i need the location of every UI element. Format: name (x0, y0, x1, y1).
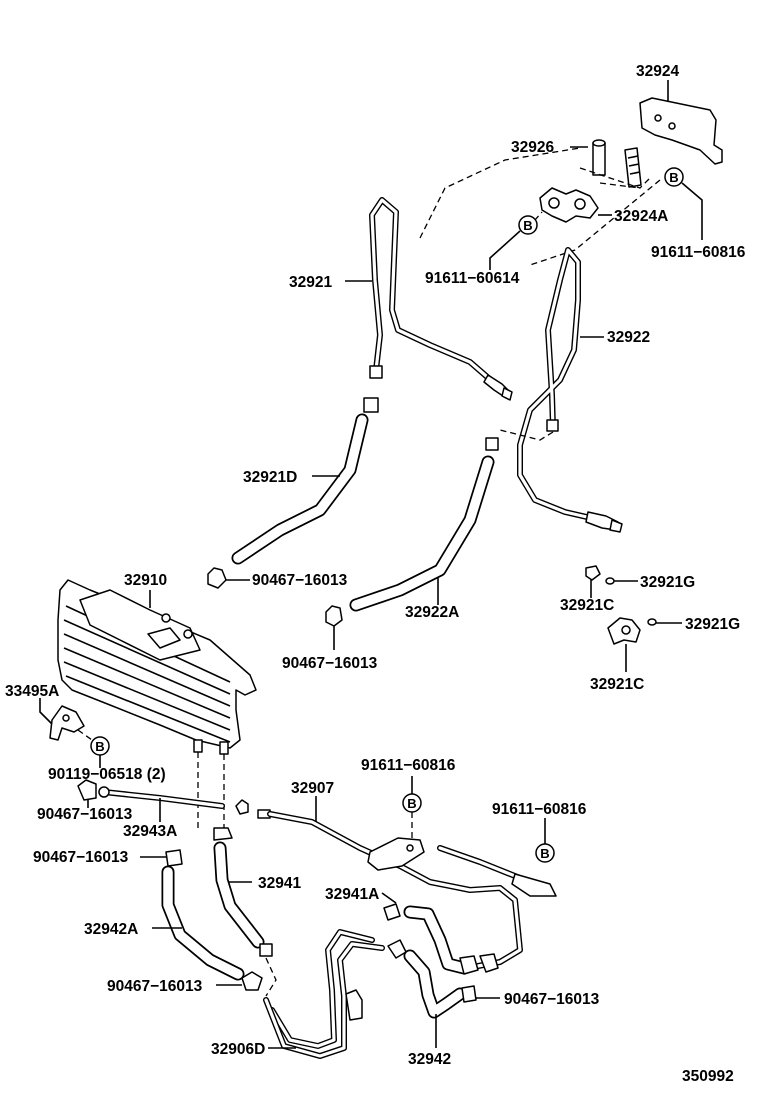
clamp-small-a (235, 799, 249, 815)
label-32910: 32910 (124, 572, 167, 589)
clamp-90467-d (165, 849, 183, 867)
tube-32922 (517, 247, 623, 533)
hose-32942A (161, 865, 245, 981)
label-32906D: 32906D (211, 1041, 265, 1058)
label-32924A: 32924A (614, 208, 668, 225)
label-90467-16013-e: 90467−16013 (107, 978, 203, 995)
label-32921: 32921 (289, 274, 332, 291)
bolt-symbol-top-right: B (664, 167, 684, 187)
hose-32941A (403, 905, 479, 975)
label-91611-60816-top: 91611−60816 (651, 244, 746, 261)
clamp-32941A-b (387, 939, 407, 959)
tube-32921 (369, 197, 513, 401)
hose-32942 (403, 949, 467, 1019)
clamp-90467-a (207, 567, 227, 589)
svg-text:B: B (540, 846, 549, 861)
washer-32921G-lower (647, 618, 657, 626)
label-32924: 32924 (636, 63, 679, 80)
union-32921C-upper (585, 565, 601, 581)
svg-text:B: B (669, 170, 678, 185)
hose-32943A (77, 779, 225, 809)
label-32921C-lower: 32921C (590, 676, 644, 693)
union-32921C-lower (607, 617, 641, 645)
hose-32941 (213, 841, 273, 957)
label-90119-06518: 90119−06518 (2) (48, 766, 166, 783)
tube-end-fitting (479, 953, 499, 973)
label-32907: 32907 (291, 780, 334, 797)
label-32922A: 32922A (405, 604, 459, 621)
label-91611-60614: 91611−60614 (425, 270, 520, 287)
svg-text:B: B (95, 739, 104, 754)
bolt-symbol-right: B (535, 843, 555, 863)
label-32921D: 32921D (243, 469, 297, 486)
hose-32922A (349, 437, 499, 612)
label-90467-16013-b: 90467−16013 (282, 655, 378, 672)
label-33495A: 33495A (5, 683, 59, 700)
tube-right-bracket (437, 845, 557, 897)
tube-32907 (257, 809, 523, 969)
clamp-90467-b (325, 605, 343, 627)
label-32926: 32926 (511, 139, 554, 156)
label-90467-16013-c: 90467−16013 (37, 806, 133, 823)
clamp-90467-f (461, 985, 477, 1003)
label-32921G-upper: 32921G (640, 574, 695, 591)
label-32941: 32941 (258, 875, 301, 892)
bolt-symbol-top-mid: B (518, 215, 538, 235)
tube-32906D (263, 929, 385, 1059)
label-91611-60816-mid: 91611−60816 (361, 757, 456, 774)
label-32942: 32942 (408, 1051, 451, 1068)
sleeves-32926 (592, 139, 642, 188)
clamp-32941A-a (383, 903, 401, 921)
label-90467-16013-d: 90467−16013 (33, 849, 129, 866)
svg-text:B: B (523, 218, 532, 233)
label-32921C-upper: 32921C (560, 597, 614, 614)
label-32941A: 32941A (325, 886, 379, 903)
label-32921G-lower: 32921G (685, 616, 740, 633)
bolt-symbol-left: B (90, 736, 110, 756)
part-labels: 32924 32926 32924A 91611−60816 91611−606… (5, 63, 746, 1085)
svg-text:B: B (407, 796, 416, 811)
clamp-small-b (213, 827, 233, 841)
hose-32921D (231, 397, 379, 565)
label-32942A: 32942A (84, 921, 138, 938)
label-32943A: 32943A (123, 823, 177, 840)
label-91611-60816-right: 91611−60816 (492, 801, 587, 818)
bracket-32907 (367, 837, 425, 871)
diagram-reference-number: 350992 (682, 1068, 734, 1085)
bracket-33495A (49, 705, 85, 741)
label-90467-16013-f: 90467−16013 (504, 991, 600, 1008)
clamp-32924A (539, 187, 599, 223)
label-90467-16013-a: 90467−16013 (252, 572, 348, 589)
bracket-32924 (639, 97, 723, 165)
washer-32921G-upper (605, 577, 615, 585)
bolt-symbol-mid: B (402, 793, 422, 813)
label-32922: 32922 (607, 329, 650, 346)
clamp-90467-e (241, 971, 263, 991)
oil-cooler-32910 (57, 579, 257, 755)
